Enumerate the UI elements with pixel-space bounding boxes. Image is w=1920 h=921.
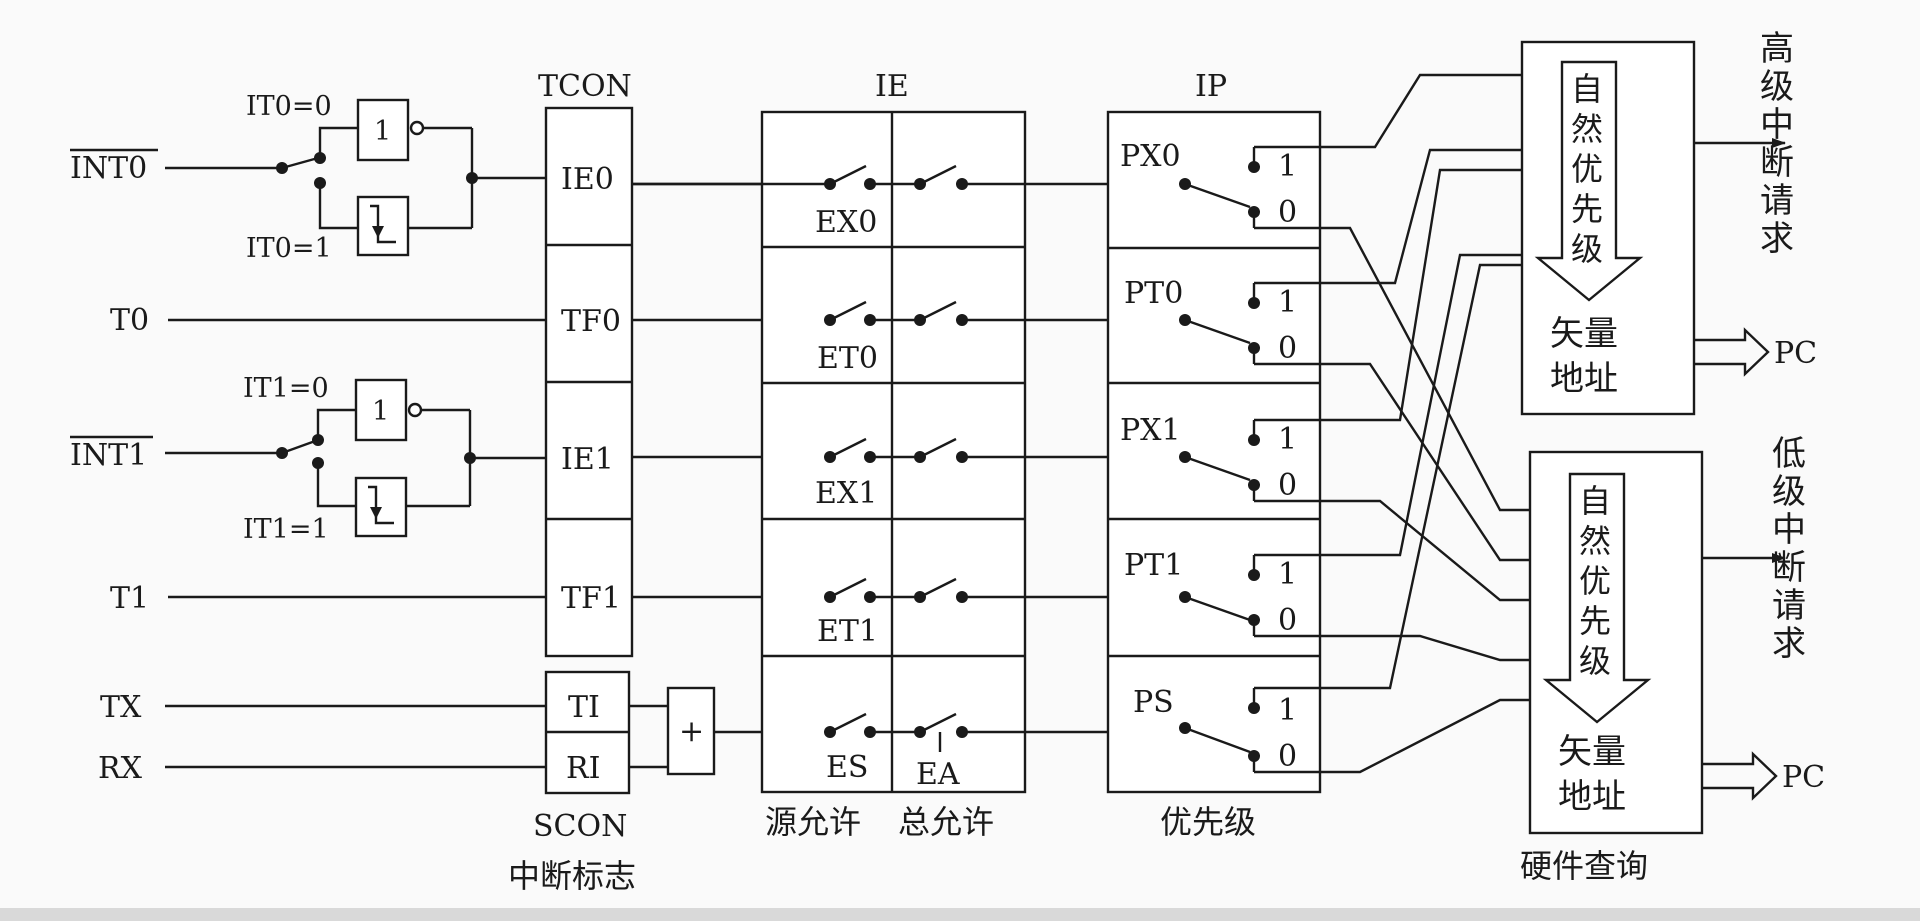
- source-int1: INT1: [70, 438, 147, 473]
- ip-row-pt1: PT1 1 0: [1124, 548, 1297, 638]
- ie-enable-ex1: EX1: [815, 476, 877, 511]
- ie-global-ea: EA: [916, 757, 960, 792]
- scon-caption: 中断标志: [508, 857, 636, 895]
- svg-text:1: 1: [372, 396, 389, 427]
- ie-caption-source: 源允许: [765, 803, 861, 841]
- scon-flag-ti: TI: [568, 690, 600, 725]
- source-t0: T0: [110, 303, 149, 338]
- low-pc-arrow: [1702, 751, 1778, 801]
- source-tx: TX: [100, 690, 142, 725]
- ie-caption-global: 总允许: [898, 803, 994, 841]
- ip-row-pt0: PT0 1 0: [1124, 276, 1297, 366]
- high-natural-priority-label: 自 然 优 先 级: [1571, 70, 1613, 268]
- ie-enable-ex0: EX0: [815, 205, 877, 240]
- ie-row-et1: ET1: [817, 577, 1185, 649]
- high-vector-address-line1: 矢量: [1550, 314, 1618, 354]
- ip-title: IP: [1195, 69, 1227, 104]
- low-vector-address-line2: 地址: [1558, 777, 1626, 817]
- ie-enable-et0: ET0: [817, 341, 878, 376]
- low-request-label: 低 级 中 断 请 求: [1772, 434, 1817, 664]
- int1-not-gate: [354, 378, 408, 442]
- source-int0: INT0: [70, 151, 147, 186]
- svg-text:0: 0: [1278, 195, 1297, 230]
- svg-text:0: 0: [1278, 739, 1297, 774]
- source-t1: T1: [110, 581, 149, 616]
- low-vector-address-line1: 矢量: [1558, 732, 1626, 772]
- svg-text:0: 0: [1278, 331, 1297, 366]
- ie-row-ex0: EX0: [632, 164, 1185, 240]
- ip-caption: 优先级: [1160, 803, 1256, 841]
- high-pc-arrow: [1694, 327, 1770, 377]
- it0-1-label: IT0=1: [246, 233, 332, 264]
- ip-register: [1106, 110, 1322, 794]
- scon-flag-ri: RI: [566, 751, 600, 786]
- high-request-label: 高 级 中 断 请 求: [1760, 29, 1805, 259]
- high-vector-address-line2: 地址: [1550, 359, 1618, 399]
- svg-text:0: 0: [1278, 468, 1297, 503]
- svg-text:1: 1: [1278, 557, 1297, 592]
- svg-text:1: 1: [1278, 693, 1297, 728]
- tcon-flag-ie0: IE0: [561, 162, 614, 197]
- it1-0-label: IT1=0: [243, 373, 329, 404]
- ip-bit-ps: PS: [1133, 685, 1174, 720]
- svg-text:1: 1: [1278, 285, 1297, 320]
- int0-trigger-selector: 1 IT0=0 IT0=1: [165, 91, 546, 264]
- ie-enable-et1: ET1: [817, 614, 878, 649]
- scon-title: SCON: [533, 809, 627, 844]
- ie-register: [760, 110, 1027, 794]
- low-pc-label: PC: [1782, 760, 1825, 795]
- svg-text:+: +: [679, 714, 704, 749]
- low-priority-queue: 自 然 优 先 级 矢量 地址: [1528, 450, 1704, 835]
- ip-row-ps: PS 1 0: [1133, 685, 1297, 774]
- svg-text:0: 0: [1278, 603, 1297, 638]
- ip-bit-px1: PX1: [1120, 413, 1181, 448]
- svg-text:1: 1: [1278, 149, 1297, 184]
- svg-text:1: 1: [1278, 422, 1297, 457]
- high-priority-queue: 自 然 优 先 级 矢量 地址: [1520, 40, 1696, 416]
- high-pc-label: PC: [1774, 336, 1817, 371]
- tcon-flag-ie1: IE1: [561, 442, 614, 477]
- low-natural-priority-label: 自 然 优 先 级: [1579, 482, 1621, 680]
- it0-0-label: IT0=0: [246, 91, 332, 122]
- ie-row-et0: ET0: [817, 300, 1185, 376]
- ie-title: IE: [875, 69, 909, 104]
- ip-bit-pt0: PT0: [1124, 276, 1183, 311]
- int1-trigger-selector: 1 IT1=0 IT1=1: [165, 373, 546, 545]
- ie-enable-es: ES: [826, 750, 868, 785]
- ip-row-px1: PX1 1 0: [1120, 413, 1297, 503]
- ip-bit-px0: PX0: [1120, 139, 1181, 174]
- tcon-flag-tf1: TF1: [561, 581, 621, 616]
- tcon-flag-tf0: TF0: [561, 304, 621, 339]
- source-rx: RX: [98, 751, 143, 786]
- tcon-title: TCON: [538, 69, 632, 104]
- priority-routing: [1254, 73, 1530, 774]
- hardware-poll-caption: 硬件查询: [1520, 847, 1648, 885]
- int0-not-gate: [356, 98, 410, 162]
- svg-text:1: 1: [374, 116, 391, 147]
- bottom-edge: [0, 908, 1920, 921]
- it1-1-label: IT1=1: [243, 514, 329, 545]
- ip-bit-pt1: PT1: [1124, 548, 1183, 583]
- ip-row-px0: PX0 1 0: [1120, 139, 1297, 230]
